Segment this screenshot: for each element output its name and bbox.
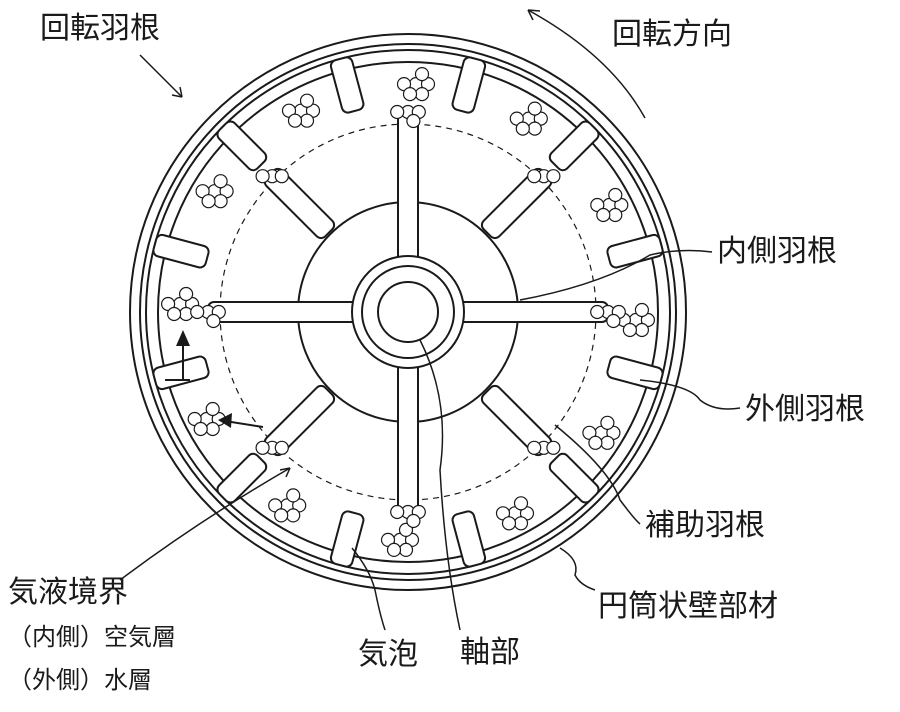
bubble [590,304,605,320]
bubble [546,169,561,184]
bubble [600,415,615,430]
bubble [390,504,405,520]
bubble [179,286,194,302]
bubble [527,121,542,136]
bubble [286,488,301,503]
bubble [608,187,623,203]
bubble [274,508,289,523]
label-inner-air-layer: （内側）空気層 [8,623,176,651]
leader-aux-blade [554,424,641,525]
bubble [398,542,414,558]
leader-outer-blade [639,379,741,410]
bubble [588,435,603,450]
outer-blade [216,120,268,172]
bubble [527,101,542,116]
bubble [406,113,421,129]
outer-blade [216,452,268,504]
label-rotation-direction: 回転方向 [612,17,732,52]
bubble [286,508,301,523]
arrows [119,9,741,631]
bubble [390,104,405,120]
label-auxiliary-blade: 補助羽根 [645,508,765,543]
bubble [527,169,542,184]
label-cylindrical-wall: 円筒状壁部材 [598,589,778,624]
auxiliary-blades [263,167,553,457]
bubble [299,113,315,128]
bubble [193,421,208,437]
bubble [527,440,542,455]
bubble [515,121,530,136]
outer-blade [152,233,210,269]
rotating-blade-pointer [139,54,183,98]
label-outer-blade: 外側羽根 [745,392,865,427]
leader-cylinder-wall [559,547,596,591]
bubble [213,194,228,209]
label-shaft: 軸部 [460,635,520,670]
bubble [255,440,270,455]
bubble [501,516,517,531]
bubble [255,169,270,184]
bubble [201,194,216,209]
bubble [167,306,182,322]
outer-blade [606,355,664,391]
bubble [606,313,621,329]
bubble [608,207,623,223]
bubble [513,496,529,511]
bubble [287,113,303,128]
bubble [414,86,430,102]
label-bubble: 気泡 [358,637,418,672]
label-rotating-blade: 回転羽根 [40,11,160,46]
bubble [190,304,205,320]
bubble-clusters [161,66,656,558]
bubble [513,516,529,531]
bubble [600,435,615,450]
outer-blade [548,120,600,172]
label-outer-water-layer: （外側）水層 [8,666,152,694]
bubble [634,322,650,338]
leader-gas-liquid-boundary [119,467,291,581]
bubble [205,421,220,437]
label-gas-liquid-boundary: 気液境界 [8,575,128,610]
bubble [274,440,289,455]
outer-blade [152,355,210,391]
label-inner-blade: 内側羽根 [717,234,837,269]
outer-blade [548,452,600,504]
bubble [402,86,418,102]
bubble [596,207,611,223]
leader-inner-blade [519,249,713,301]
outer-blade [451,56,487,114]
outer-blade [329,510,365,568]
outer-blade [451,510,487,568]
inner-blades [207,111,609,513]
bubble [386,542,402,558]
rotation-direction-arrow [527,9,646,119]
bubble [206,313,221,329]
bubble [213,174,228,189]
shaft-circles [351,255,465,369]
outer-blade [329,56,365,114]
bubble [634,302,650,318]
cylindrical-wall-rings [129,33,687,591]
bubble [622,322,638,338]
outer-blades [152,56,664,568]
bubble [546,440,561,455]
leader-bubble [351,547,386,631]
bubble [299,93,315,108]
bubble [274,169,289,184]
bubble [414,66,430,82]
leader-shaft [419,339,461,631]
bubble [205,401,220,417]
bubble [406,513,421,529]
